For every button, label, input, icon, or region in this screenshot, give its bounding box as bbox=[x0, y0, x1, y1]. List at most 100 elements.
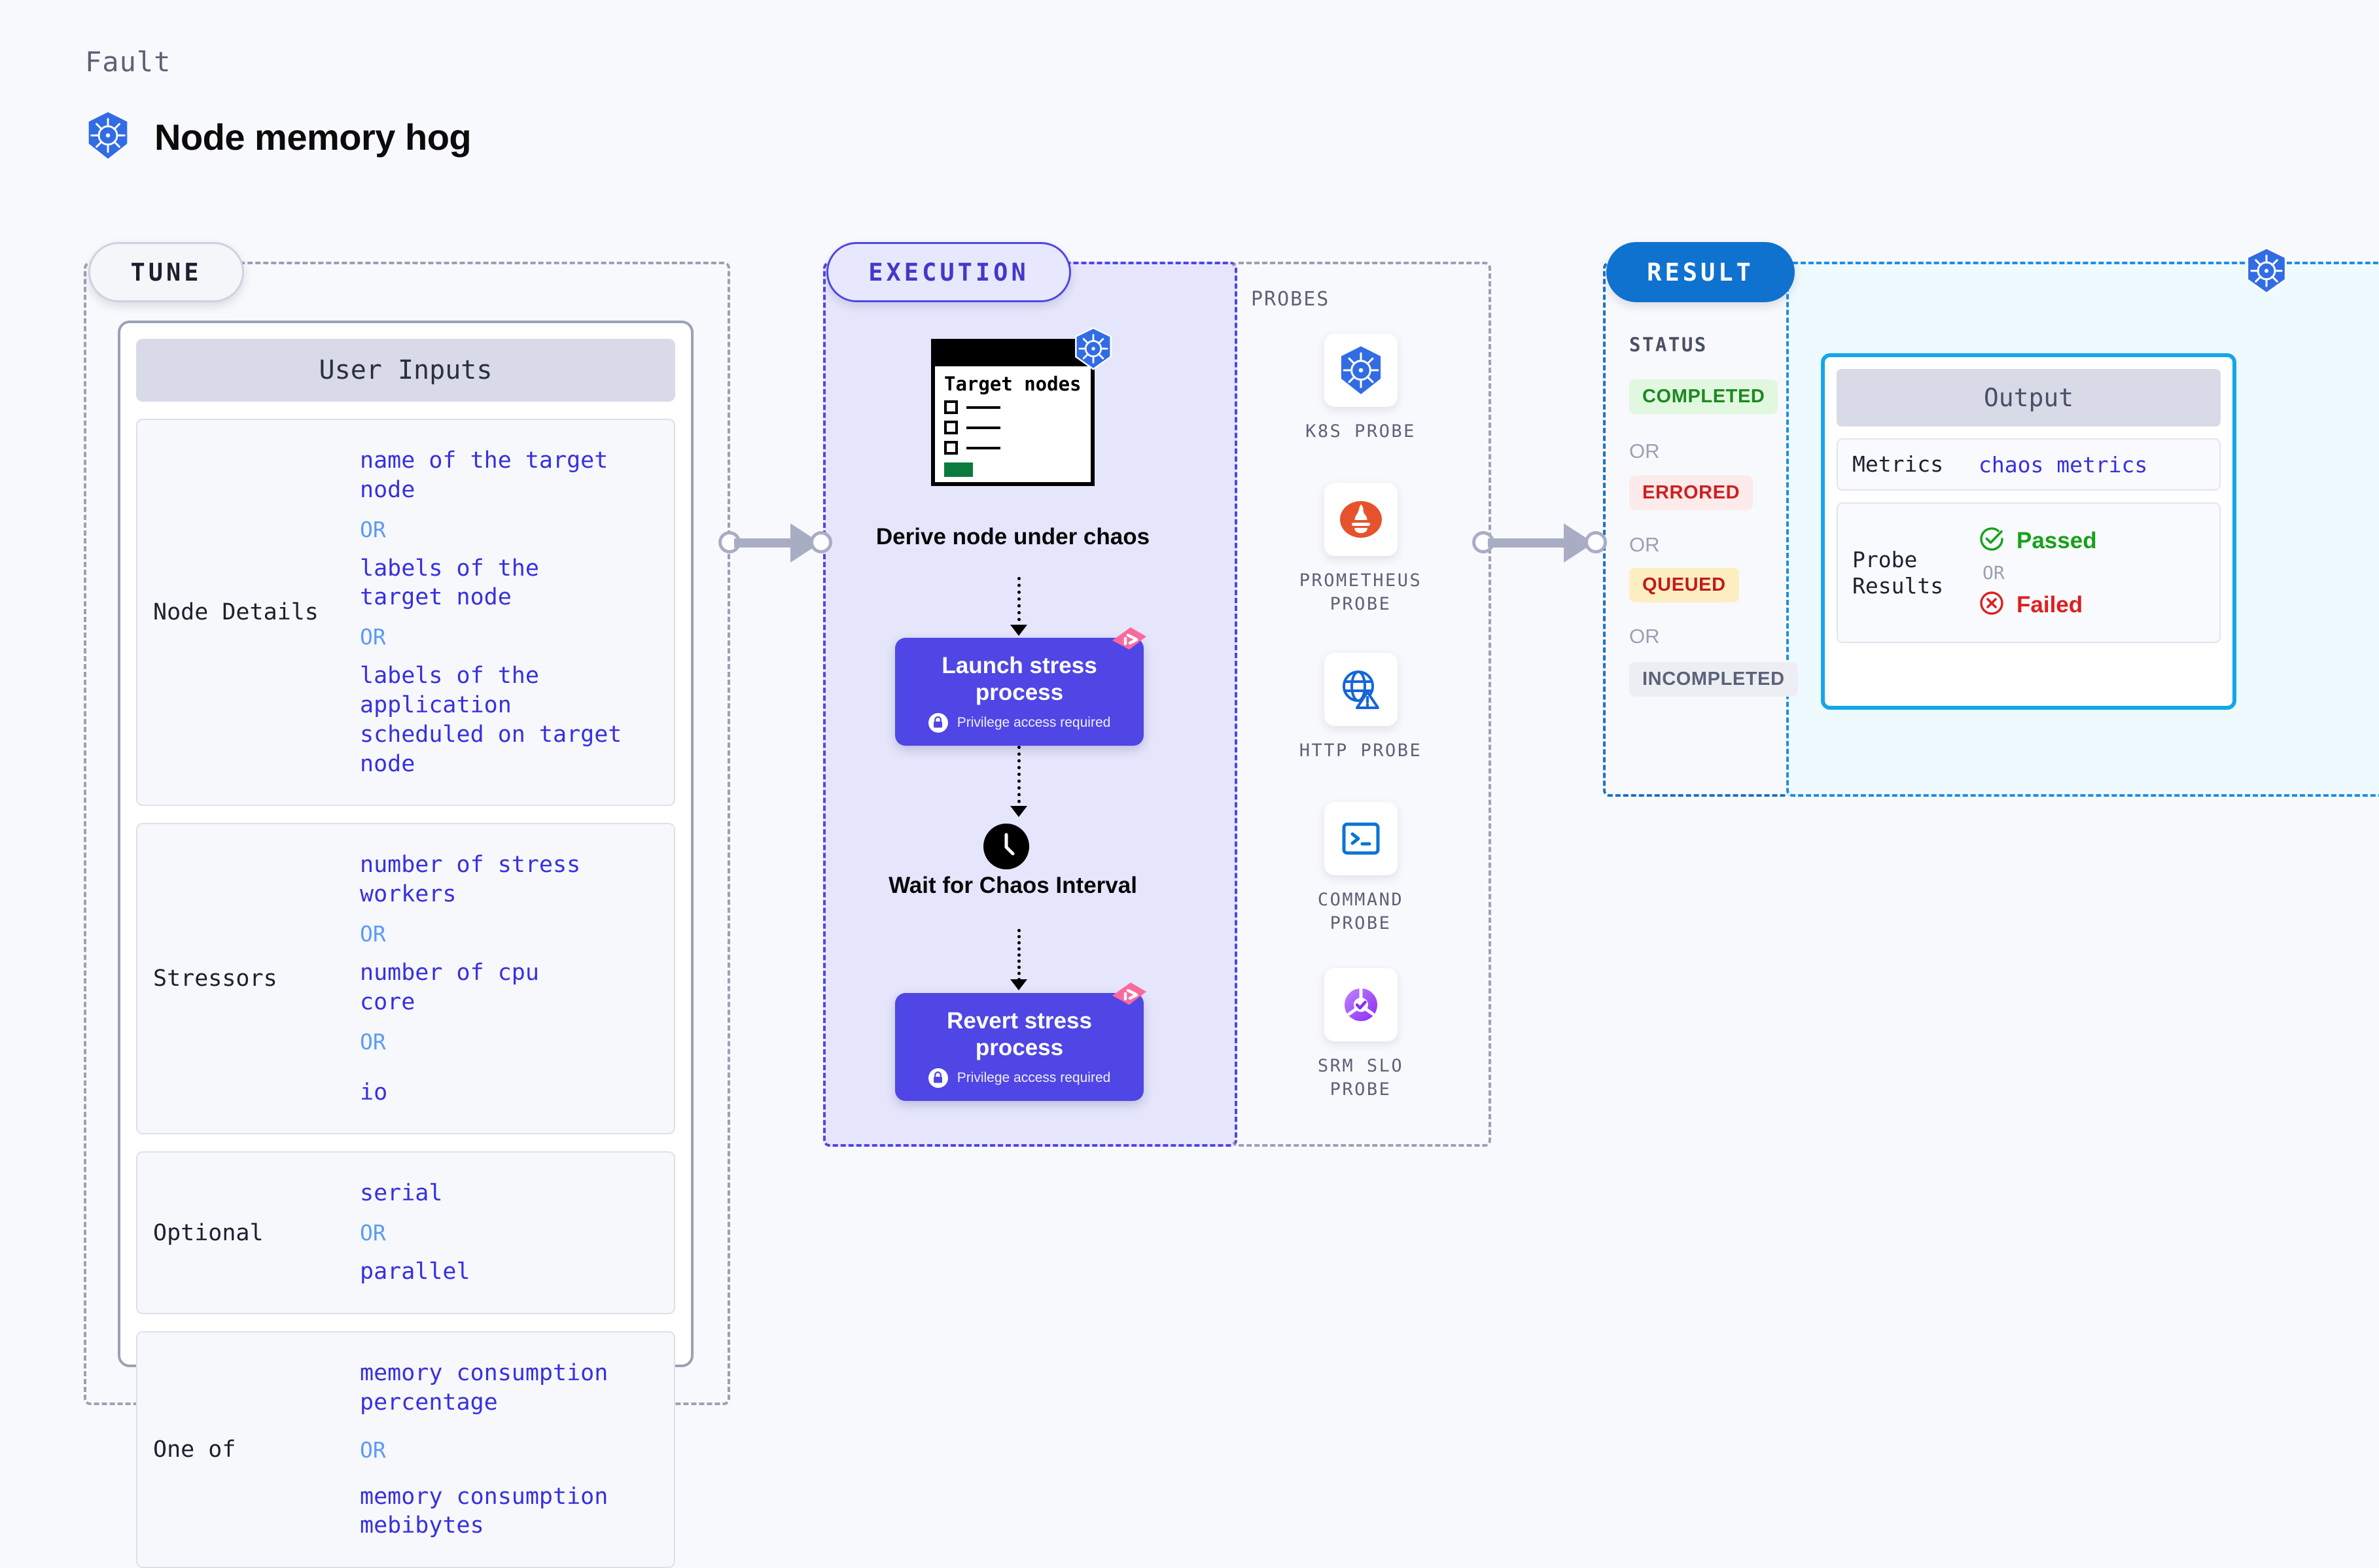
kubernetes-icon bbox=[85, 111, 131, 163]
checkbox-icon bbox=[944, 421, 958, 435]
list-item bbox=[944, 441, 1082, 455]
input-value: parallel bbox=[360, 1259, 470, 1285]
row-label: Node Details bbox=[153, 599, 319, 626]
or-separator: OR bbox=[360, 624, 386, 650]
step-caption-derive: Derive node under chaos bbox=[875, 524, 1150, 549]
list-item bbox=[944, 421, 1082, 435]
step-subtitle: Privilege access required bbox=[957, 714, 1111, 730]
table-row: Stressors number of stress workers OR nu… bbox=[136, 823, 675, 1135]
input-value: serial bbox=[360, 1180, 443, 1207]
input-value: io bbox=[360, 1079, 388, 1106]
status-label: STATUS bbox=[1629, 334, 1708, 356]
status-badge-incompleted: INCOMPLETED bbox=[1629, 662, 1798, 697]
probe-results-label: Probe Results bbox=[1852, 546, 1944, 599]
output-title: Output bbox=[1837, 369, 2221, 427]
revert-stress-process-step[interactable]: Revert stress process Privilege access r… bbox=[895, 983, 1146, 1101]
user-inputs-title: User Inputs bbox=[136, 339, 675, 402]
step-subtitle: Privilege access required bbox=[957, 1070, 1111, 1085]
row-label: Stressors bbox=[153, 966, 277, 992]
input-value: number of stress workers bbox=[360, 852, 581, 908]
probe-result-passed: Passed bbox=[1979, 526, 2097, 555]
page-title: Node memory hog bbox=[154, 116, 472, 158]
flow-connector bbox=[1017, 746, 1023, 810]
globe-warning-icon bbox=[1324, 653, 1398, 726]
flow-connector bbox=[1017, 577, 1023, 628]
or-separator: OR bbox=[360, 1028, 386, 1054]
or-separator: OR bbox=[1629, 533, 1660, 556]
step-title: Revert stress process bbox=[947, 1008, 1092, 1061]
input-value: memory consumption percentage bbox=[360, 1359, 608, 1416]
rule-line bbox=[966, 446, 1000, 449]
row-values: memory consumption percentage OR memory … bbox=[360, 1350, 674, 1550]
or-separator: OR bbox=[360, 920, 386, 947]
or-separator: OR bbox=[1629, 440, 1660, 462]
probe-name: COMMAND PROBE bbox=[1317, 890, 1404, 933]
chaos-corner-badge bbox=[1111, 626, 1148, 662]
passed-label: Passed bbox=[2017, 527, 2097, 553]
table-row: Node Details name of the target node OR … bbox=[136, 419, 675, 807]
lock-icon bbox=[928, 1068, 948, 1088]
kubernetes-icon bbox=[2244, 247, 2289, 298]
probe-command[interactable]: COMMAND PROBE bbox=[1284, 802, 1437, 935]
connector-dot bbox=[1585, 531, 1607, 553]
connector-tune-to-execution bbox=[718, 523, 833, 563]
connector-execution-to-result bbox=[1472, 523, 1615, 563]
target-nodes-card: Target nodes bbox=[931, 339, 1095, 486]
fault-kicker: Fault bbox=[85, 46, 171, 78]
or-separator: OR bbox=[360, 1220, 386, 1246]
rule-line bbox=[966, 426, 1000, 429]
launch-stress-process-step[interactable]: Launch stress process Privilege access r… bbox=[895, 627, 1146, 746]
flow-arrowhead bbox=[1010, 625, 1027, 636]
chaos-corner-badge bbox=[1111, 981, 1148, 1017]
step-title: Launch stress process bbox=[942, 653, 1097, 706]
row-label: One of bbox=[153, 1437, 236, 1463]
status-badge-queued: QUEUED bbox=[1629, 568, 1739, 602]
row-values: serial OR parallel bbox=[360, 1170, 674, 1296]
probe-name: HTTP PROBE bbox=[1299, 740, 1422, 761]
metrics-row: Metrics chaos metrics bbox=[1837, 438, 2221, 491]
probe-k8s[interactable]: K8S PROBE bbox=[1284, 334, 1437, 444]
rule-line bbox=[966, 406, 1000, 409]
terminal-icon bbox=[1324, 802, 1398, 875]
lock-icon bbox=[928, 712, 948, 733]
probe-name: PROMETHEUS PROBE bbox=[1299, 570, 1422, 614]
list-item bbox=[944, 400, 1082, 415]
connector-dot bbox=[810, 531, 832, 553]
check-circle-icon bbox=[1979, 526, 2005, 555]
flow-arrowhead bbox=[1010, 979, 1027, 990]
probe-http[interactable]: HTTP PROBE bbox=[1284, 653, 1437, 763]
kubernetes-icon bbox=[1324, 334, 1398, 407]
input-value: memory consumption mebibytes bbox=[360, 1483, 608, 1539]
probe-srm-slo[interactable]: SRM SLO PROBE bbox=[1284, 968, 1437, 1101]
metrics-label: Metrics bbox=[1852, 451, 1944, 477]
or-separator: OR bbox=[1982, 562, 2005, 584]
metrics-value: chaos metrics bbox=[1979, 451, 2148, 478]
input-value: labels of the application scheduled on t… bbox=[360, 663, 622, 777]
table-row: Optional serial OR parallel bbox=[136, 1151, 675, 1314]
or-separator: OR bbox=[1629, 625, 1660, 648]
x-circle-icon bbox=[1979, 590, 2005, 619]
failed-label: Failed bbox=[2017, 591, 2083, 618]
checkbox-icon bbox=[944, 441, 958, 455]
input-value: labels of the target node bbox=[360, 555, 539, 611]
probe-prometheus[interactable]: PROMETHEUS PROBE bbox=[1284, 483, 1437, 616]
slo-donut-icon bbox=[1324, 968, 1398, 1041]
fault-title-row: Node memory hog bbox=[85, 111, 472, 163]
stage-pill-result[interactable]: RESULT bbox=[1606, 242, 1795, 302]
output-card: Output Metrics chaos metrics Probe Resul… bbox=[1821, 353, 2236, 710]
probe-results-row: Probe Results Passed OR Failed bbox=[1837, 502, 2221, 644]
or-separator: OR bbox=[360, 1437, 386, 1463]
row-values: name of the target node OR labels of the… bbox=[360, 437, 674, 788]
kubernetes-icon bbox=[1073, 327, 1114, 374]
table-row: One of memory consumption percentage OR … bbox=[136, 1331, 675, 1568]
stage-pill-execution[interactable]: EXECUTION bbox=[826, 242, 1071, 302]
input-value: name of the target node bbox=[360, 447, 608, 503]
input-value: number of cpu core bbox=[360, 959, 539, 1015]
stage-pill-tune[interactable]: TUNE bbox=[88, 242, 244, 302]
progress-bar bbox=[944, 462, 973, 478]
or-separator: OR bbox=[360, 516, 386, 542]
user-inputs-card: User Inputs Node Details name of the tar… bbox=[118, 321, 694, 1568]
row-label: Optional bbox=[153, 1219, 264, 1246]
target-card-title: Target nodes bbox=[944, 373, 1082, 395]
prometheus-icon bbox=[1324, 483, 1398, 556]
